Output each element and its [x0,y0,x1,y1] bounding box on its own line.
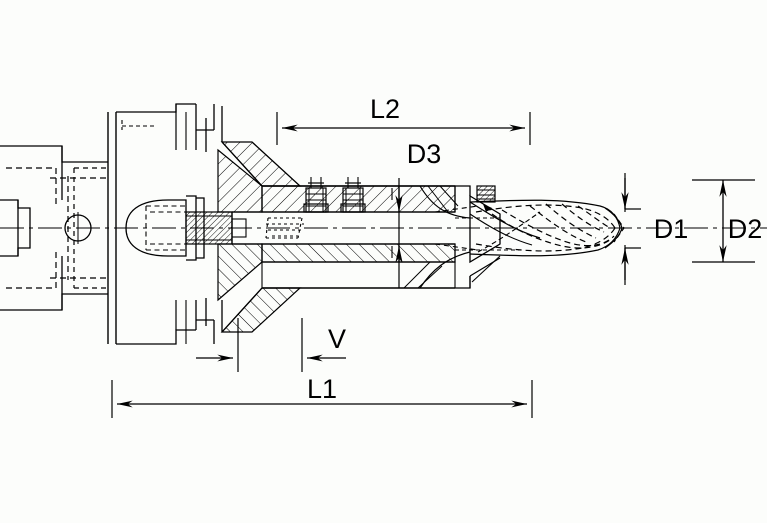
flange-collar [116,103,223,345]
set-screw-2 [340,177,366,213]
dimension-L1 [111,380,533,418]
dimension-label-D1: D1 [654,214,689,244]
dimension-D1 [621,173,641,285]
dimension-label-L2: L2 [370,94,400,124]
dimension-V [196,318,346,372]
dimension-label-L1: L1 [307,374,337,404]
dimension-labels: L2 D3 D1 D2 V L1 [307,94,762,404]
set-screw-1 [303,177,329,213]
dimension-label-D3: D3 [407,139,442,169]
dimension-annotations [111,112,755,418]
dimension-label-D2: D2 [728,214,763,244]
dimension-L2 [276,112,531,145]
dimension-D3 [391,178,403,288]
dimension-D2 [692,179,755,263]
tool-holder-body [217,141,520,333]
nose-adjust-screw [476,185,496,203]
dimension-label-V: V [328,324,346,354]
